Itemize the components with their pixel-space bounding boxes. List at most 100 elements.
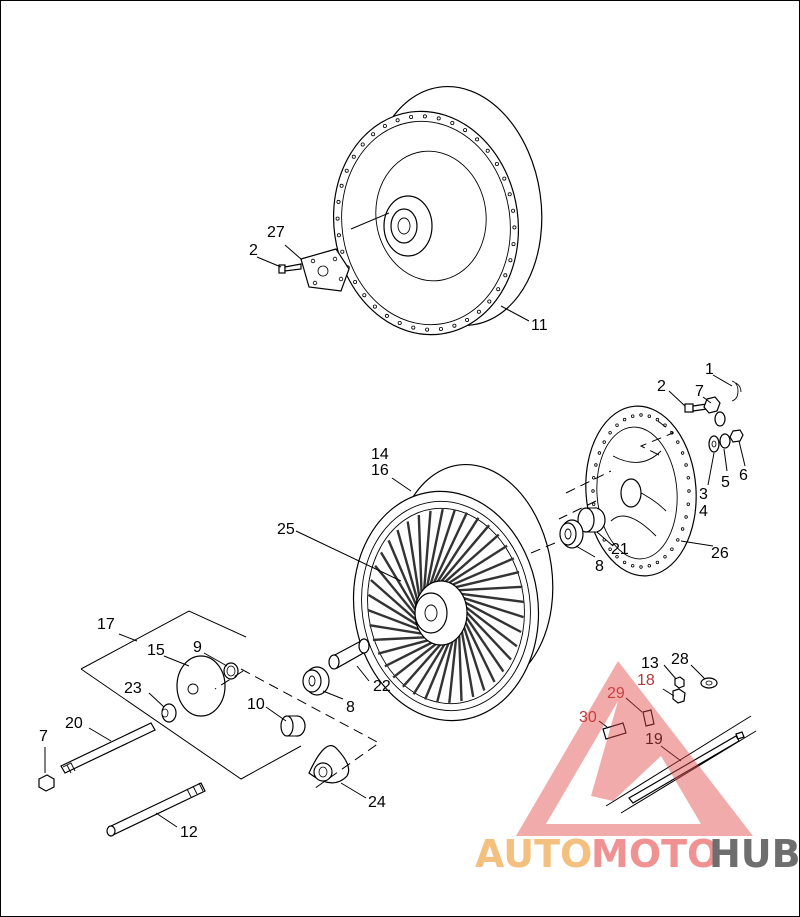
- rotor-hole: [631, 414, 635, 418]
- rotor-hole: [670, 547, 674, 551]
- rotor-hole: [622, 560, 627, 565]
- rim-holes: [335, 114, 517, 332]
- rotor-holes: [591, 413, 691, 569]
- assembly-brackets: [80, 420, 674, 792]
- callout-24: 24: [368, 794, 386, 811]
- rotor-hole: [676, 440, 680, 444]
- spoke: [457, 624, 463, 702]
- spoke: [428, 512, 468, 594]
- rim-hole: [336, 199, 341, 204]
- callout-9: 9: [193, 639, 202, 656]
- callout-7-axle: 7: [39, 728, 48, 745]
- spoke: [437, 533, 500, 590]
- spoke: [443, 557, 515, 590]
- callout-4: 4: [699, 503, 708, 520]
- rim-hole: [382, 124, 387, 129]
- callout-14: 14: [371, 446, 389, 463]
- spoke: [440, 544, 508, 590]
- disc-wheel-11: [332, 85, 543, 336]
- spoke: [406, 521, 423, 610]
- rim-hole: [503, 273, 508, 278]
- rim-hole: [508, 258, 513, 263]
- spoke: [454, 594, 524, 619]
- rotor-hole: [602, 440, 606, 444]
- rotor-hole: [647, 414, 651, 418]
- rim-hole: [511, 242, 516, 247]
- rim-hole: [475, 137, 480, 142]
- rim-hole: [360, 142, 365, 147]
- rim-hole: [487, 299, 492, 304]
- rim-hole: [395, 118, 400, 123]
- rim-hole: [371, 132, 376, 137]
- callout-10: 10: [247, 696, 265, 713]
- spoke: [433, 524, 491, 590]
- watermark-text-hub: HUB: [709, 832, 800, 876]
- rim-hole: [494, 161, 499, 166]
- adapter-plate-27: [300, 248, 350, 292]
- rim-hole: [465, 317, 470, 322]
- rotor-hole: [655, 417, 660, 422]
- callout-8-lower: 8: [346, 699, 355, 716]
- spoked-wheel-14-16: [352, 463, 554, 722]
- callout-12: 12: [180, 824, 198, 841]
- spacer-21: [577, 507, 606, 533]
- rotor-hole: [631, 564, 635, 568]
- rim-hole: [397, 320, 402, 325]
- rotor-hole: [686, 502, 690, 506]
- spoke: [452, 591, 525, 604]
- rotor-hole: [591, 489, 595, 493]
- callout-25: 25: [277, 521, 295, 538]
- bearing-8-upper: [559, 519, 584, 549]
- callout-20: 20: [65, 715, 83, 732]
- callout-8-upper: 8: [595, 558, 604, 575]
- rim-hole: [507, 192, 512, 197]
- rim-hole: [362, 293, 367, 298]
- callout-13: 13: [641, 655, 659, 672]
- rim-hole: [476, 309, 481, 314]
- spoke: [458, 600, 518, 648]
- callout-7-rotor: 7: [695, 383, 704, 400]
- rim-hole: [340, 249, 345, 254]
- spoke: [459, 604, 512, 661]
- rotor-hole: [680, 527, 685, 531]
- callout-22: 22: [373, 678, 391, 695]
- rim-hole: [425, 327, 430, 332]
- rim-hole: [485, 148, 490, 153]
- callout-17: 17: [97, 616, 115, 633]
- spoke: [458, 620, 475, 698]
- rim-hole: [409, 115, 414, 120]
- callout-27: 27: [267, 224, 285, 241]
- rotor-hole: [594, 463, 598, 467]
- rotor-hole: [592, 476, 596, 480]
- rotor-hole: [639, 565, 643, 569]
- rim-hole: [502, 176, 507, 181]
- rim-hole: [452, 323, 457, 328]
- callout-28: 28: [671, 651, 689, 668]
- rotor-hole: [686, 476, 690, 480]
- spoke: [430, 517, 480, 592]
- rim-hole: [384, 313, 389, 318]
- leader-lines: [44, 212, 746, 828]
- rim-hole: [511, 208, 516, 213]
- callout-1: 1: [705, 361, 714, 378]
- spoke: [422, 510, 432, 602]
- rotor-hole: [647, 564, 651, 568]
- rotor-hardware: [684, 380, 744, 453]
- rotor-hole: [684, 515, 688, 519]
- watermark-text-auto: AUTO: [475, 832, 592, 876]
- rim-hole: [411, 325, 416, 330]
- callout-16: 16: [371, 462, 389, 479]
- callout-2-rotor: 2: [657, 378, 666, 395]
- rim-hole: [351, 154, 356, 159]
- rotor-hole: [592, 502, 596, 506]
- automotohub-watermark: AUTO MOTO HUB: [475, 661, 800, 876]
- callout-15: 15: [147, 642, 165, 659]
- rotor-hole: [687, 489, 691, 493]
- rotor-hole: [608, 547, 612, 551]
- spoke: [417, 515, 424, 606]
- valve-parts: [602, 676, 757, 814]
- watermark-text-moto: MOTO: [591, 832, 719, 876]
- spoke: [450, 585, 523, 592]
- rim-hole: [450, 121, 455, 126]
- callout-labels: 1 2 2 3 4 5 6 7 7 8 8 9 10 11 12 13 14 1…: [39, 224, 748, 841]
